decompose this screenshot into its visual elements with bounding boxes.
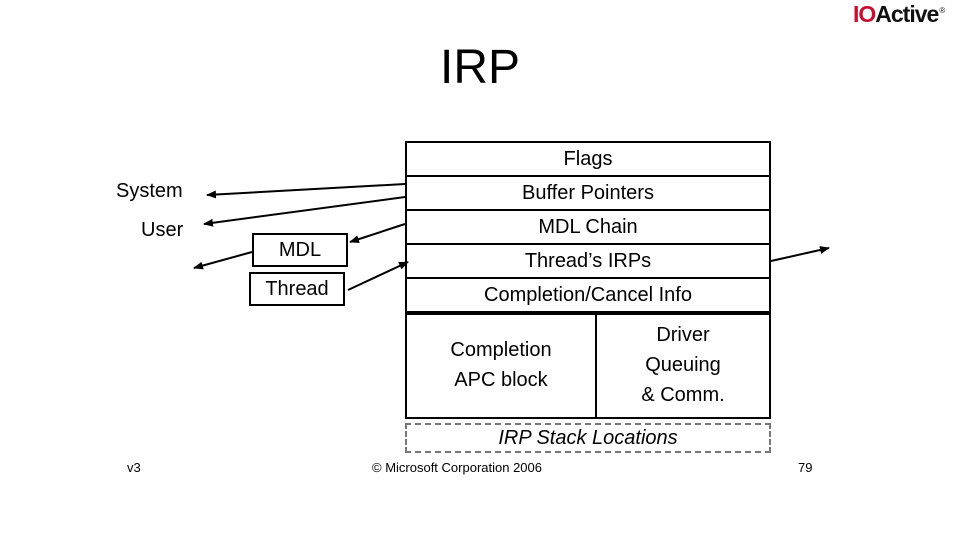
ioactive-logo: IOActive® <box>853 1 945 27</box>
driver-queuing-line: & Comm. <box>641 384 725 406</box>
irp-stack-locations: IRP Stack Locations <box>405 423 771 453</box>
slide-title: IRP <box>439 41 520 94</box>
arrow-thread-irps-out <box>770 246 830 262</box>
user-label: User <box>141 219 184 241</box>
irp-field-flags: Flags <box>407 143 769 177</box>
footer-page-number: 79 <box>798 460 813 475</box>
footer-copyright: © Microsoft Corporation 2006 <box>372 460 542 475</box>
completion-apc-block: Completion APC block <box>407 313 597 417</box>
irp-field-mdl-chain: MDL Chain <box>407 211 769 245</box>
thread-box: Thread <box>249 272 345 306</box>
footer-version: v3 <box>127 460 141 475</box>
irp-field-completion-cancel-info: Completion/Cancel Info <box>484 284 692 306</box>
arrow-mdl-chain-out <box>193 251 253 270</box>
driver-queuing-line: Queuing <box>645 354 721 376</box>
arrow-thread-to-irp <box>347 261 409 291</box>
completion-apc-line: APC block <box>454 369 548 391</box>
arrow-to-user <box>203 196 406 227</box>
arrow-to-mdl <box>349 223 406 244</box>
system-label: System <box>116 180 183 202</box>
irp-lower-section: Completion APC block Driver Queuing & Co… <box>405 311 771 419</box>
completion-apc-line: Completion <box>450 339 552 361</box>
driver-queuing-comm: Driver Queuing & Comm. <box>597 313 769 417</box>
irp-field-buffer-pointers: Buffer Pointers <box>407 177 769 211</box>
mdl-box: MDL <box>252 233 348 267</box>
driver-queuing-line: Driver <box>656 324 710 346</box>
irp-structure: Flags Buffer Pointers MDL Chain Thread’s… <box>405 141 771 315</box>
arrow-to-system <box>206 183 406 199</box>
irp-field-thread-irps: Thread’s IRPs <box>407 245 769 279</box>
